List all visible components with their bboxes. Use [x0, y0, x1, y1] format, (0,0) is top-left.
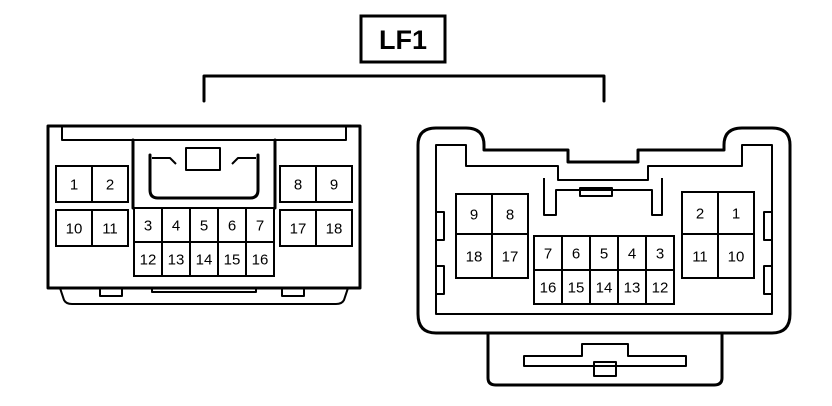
left-pin-cell [245, 207, 275, 243]
left-pin-label: 2 [106, 177, 114, 194]
left-pin-cell [315, 209, 353, 247]
left-connector-top-ridge [61, 126, 347, 141]
connector-label-text: LF1 [379, 25, 427, 55]
left-pin-label: 8 [294, 177, 302, 194]
right-connector-center-guide [543, 178, 663, 216]
right-pin-label: 4 [628, 246, 636, 263]
right-connector-latch-button [593, 361, 617, 377]
right-connector-inner-shell [435, 144, 773, 315]
right-pin-label: 14 [596, 280, 613, 297]
left-connector-lock-arm [152, 157, 256, 165]
right-connector-side-slot [435, 265, 445, 295]
left-pin-label: 18 [326, 221, 343, 238]
right-pin-label: 1 [732, 206, 740, 223]
right-connector-side-slot [763, 265, 773, 295]
right-pin-cell [589, 269, 619, 305]
left-pin-label: 3 [144, 218, 152, 235]
left-pin-label: 6 [228, 218, 236, 235]
left-pin-label: 4 [172, 218, 180, 235]
left-pin-cell [133, 207, 163, 243]
left-connector-bottom-lip [59, 287, 349, 305]
right-pin-cell [455, 193, 493, 235]
right-pin-label: 7 [544, 246, 552, 263]
left-connector-housing [46, 124, 362, 290]
right-pin-label: 12 [652, 280, 669, 297]
left-pin-cell [189, 207, 219, 243]
right-pin-label: 13 [624, 280, 641, 297]
right-pin-label: 8 [506, 207, 514, 224]
right-pin-label: 6 [572, 246, 580, 263]
left-pin-cell [133, 241, 163, 277]
left-pin-cell [279, 165, 317, 203]
left-pin-label: 14 [196, 252, 213, 269]
left-pin-label: 7 [256, 218, 264, 235]
left-pin-label: 9 [330, 177, 338, 194]
left-pin-cell [161, 241, 191, 277]
right-pin-label: 18 [466, 249, 483, 266]
left-pin-cell [91, 209, 129, 247]
left-pin-label: 13 [168, 252, 185, 269]
right-pin-cell [491, 233, 529, 279]
right-connector-latch-housing [486, 331, 724, 387]
left-connector-bottom-rib [151, 288, 257, 293]
right-pin-label: 3 [656, 246, 664, 263]
right-connector-housing [416, 126, 792, 335]
left-pin-cell [315, 165, 353, 203]
right-connector-side-slot [763, 211, 773, 241]
right-pin-cell [645, 235, 675, 271]
right-pin-label: 2 [696, 206, 704, 223]
right-pin-label: 10 [728, 249, 745, 266]
left-pin-label: 12 [140, 252, 157, 269]
right-pin-label: 11 [692, 249, 708, 266]
left-pin-cell [279, 209, 317, 247]
left-pin-label: 5 [200, 218, 208, 235]
right-pin-cell [681, 233, 719, 279]
right-pin-label: 16 [540, 280, 557, 297]
left-pin-cell [245, 241, 275, 277]
right-connector-latch-inner [523, 343, 687, 367]
left-pin-cell [161, 207, 191, 243]
right-pin-label: 17 [502, 249, 519, 266]
connector-bracket [202, 74, 606, 103]
right-pin-cell [645, 269, 675, 305]
right-pin-cell [617, 269, 647, 305]
left-connector-lock-tab [185, 147, 221, 171]
left-connector-latch-slot [281, 287, 305, 297]
right-pin-cell [717, 191, 755, 235]
left-pin-label: 15 [224, 252, 241, 269]
left-pin-label: 17 [290, 221, 307, 238]
connector-label: LF1 [359, 14, 447, 64]
right-pin-label: 5 [600, 246, 608, 263]
right-pin-cell [589, 235, 619, 271]
right-connector-side-slot [435, 211, 445, 241]
left-pin-cell [55, 209, 93, 247]
right-pin-label: 15 [568, 280, 585, 297]
connector-label-box [359, 14, 447, 64]
left-pin-label: 16 [252, 252, 269, 269]
right-connector-key-tab [579, 187, 613, 197]
right-pin-cell [533, 269, 563, 305]
right-pin-label: 9 [470, 207, 478, 224]
left-connector-lock [131, 138, 277, 210]
left-pin-label: 11 [102, 221, 118, 238]
left-pin-label: 1 [70, 177, 78, 194]
left-pin-label: 10 [66, 221, 83, 238]
right-pin-cell [717, 233, 755, 279]
left-connector-latch-slot [99, 287, 123, 297]
left-pin-cell [91, 165, 129, 203]
